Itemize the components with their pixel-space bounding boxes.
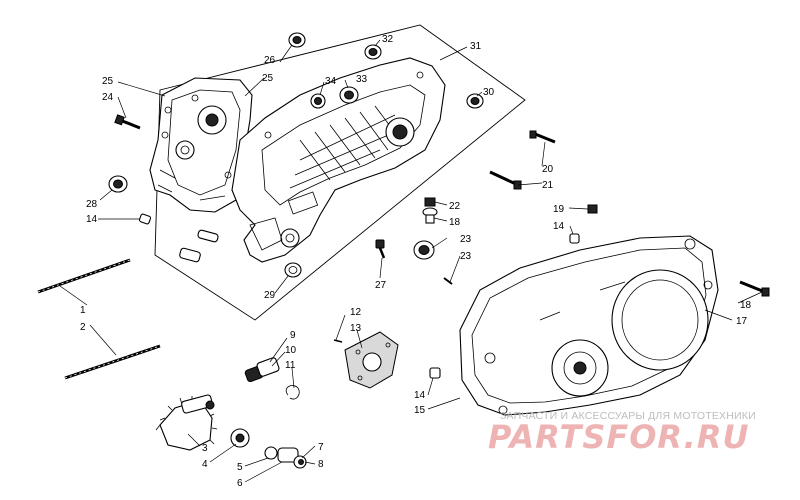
right-crankcase-half (231, 57, 446, 263)
callout-15: 15 (414, 405, 426, 416)
washer-8 (298, 459, 304, 465)
callout-34: 34 (325, 76, 337, 87)
callout-13: 13 (350, 323, 362, 334)
callout-27: 24 (102, 92, 114, 103)
callout-2: 2 (80, 322, 86, 333)
callout-29: 25 (262, 73, 274, 84)
fitting-21-18 (422, 197, 438, 224)
callout-33: 33 (356, 74, 368, 85)
dowel-14-cover (429, 367, 441, 379)
callout-10: 10 (285, 345, 297, 356)
bolt-19 (529, 130, 556, 144)
callout-19: 20 (542, 164, 554, 175)
callout-20: 21 (542, 180, 554, 191)
callout-14-cover: 14 (414, 390, 426, 401)
kick-starter-gear-3 (155, 394, 218, 451)
callout-8: 8 (318, 459, 324, 470)
callout-30: 26 (264, 55, 276, 66)
callout-6: 6 (237, 478, 243, 489)
watermark: ЗАПЧАСТИ И АКСЕССУАРЫ ДЛЯ МОТОТЕХНИКИ PA… (488, 410, 756, 456)
bearing-33 (339, 86, 359, 104)
callout-24: 27 (375, 280, 387, 291)
washer-5 (264, 446, 278, 460)
callout-3: 3 (202, 443, 208, 454)
kick-shaft-9-10 (244, 357, 280, 383)
callout-1: 1 (80, 305, 86, 316)
callout-22: 23 (460, 234, 472, 245)
stud-1 (37, 258, 131, 294)
watermark-tagline: ЗАПЧАСТИ И АКСЕССУАРЫ ДЛЯ МОТОТЕХНИКИ (500, 410, 756, 422)
callout-25-lower: 29 (264, 290, 276, 301)
callout-23-real: 23 (460, 251, 472, 262)
bearing-25-lower (284, 262, 302, 278)
leader-lines (59, 39, 763, 483)
spacer-6 (277, 447, 299, 463)
oil-seal-22 (413, 240, 435, 260)
callout-4: 4 (202, 459, 208, 470)
callout-9: 9 (290, 330, 296, 341)
cvt-cover (459, 235, 719, 416)
callout-7: 7 (318, 442, 324, 453)
pin-12 (333, 339, 343, 343)
callout-14-right: 14 (553, 221, 565, 232)
crankcase-assembly-frame (154, 24, 526, 321)
dowel-14-right (569, 233, 580, 244)
callout-14-left: 14 (86, 214, 98, 225)
clip-11 (285, 385, 300, 400)
callout-25-left: 28 (86, 199, 98, 210)
callout-5: 5 (237, 462, 243, 473)
callout-11: 11 (285, 360, 296, 371)
bolt-27 (114, 114, 141, 130)
oil-seal-32 (364, 44, 382, 60)
callout-32: 32 (382, 34, 394, 45)
pin-23 (443, 277, 453, 285)
bearing-25-left (108, 175, 128, 193)
callout-18b: 19 (553, 204, 565, 215)
callout-21: 22 (449, 201, 461, 212)
bearing-34 (310, 93, 326, 109)
bearing-26 (466, 93, 484, 109)
dowel-pin-14-left (138, 213, 152, 225)
callout-28: 25 (102, 76, 114, 87)
bolt-20 (489, 170, 522, 190)
left-crankcase-half (149, 77, 253, 213)
dowel-pins-lower (179, 229, 219, 263)
callout-labels: 25 24 25 26 32 33 34 31 30 28 14 29 1 2 … (80, 34, 752, 489)
bolt-24 (375, 239, 386, 259)
callout-12: 12 (350, 307, 362, 318)
bushing-4 (230, 428, 250, 448)
callout-16: 17 (736, 316, 748, 327)
callout-31: 31 (470, 41, 482, 52)
callout-18a: 18 (449, 217, 461, 228)
callout-26: 30 (483, 87, 495, 98)
watermark-brand: PARTSFOR.RU (488, 418, 749, 456)
bolt-17 (739, 280, 770, 297)
oil-seal-30 (288, 32, 306, 48)
callout-17: 18 (740, 300, 752, 311)
gasket-13 (344, 331, 399, 389)
stud-2 (64, 344, 161, 380)
bolt-18-right (587, 204, 598, 214)
